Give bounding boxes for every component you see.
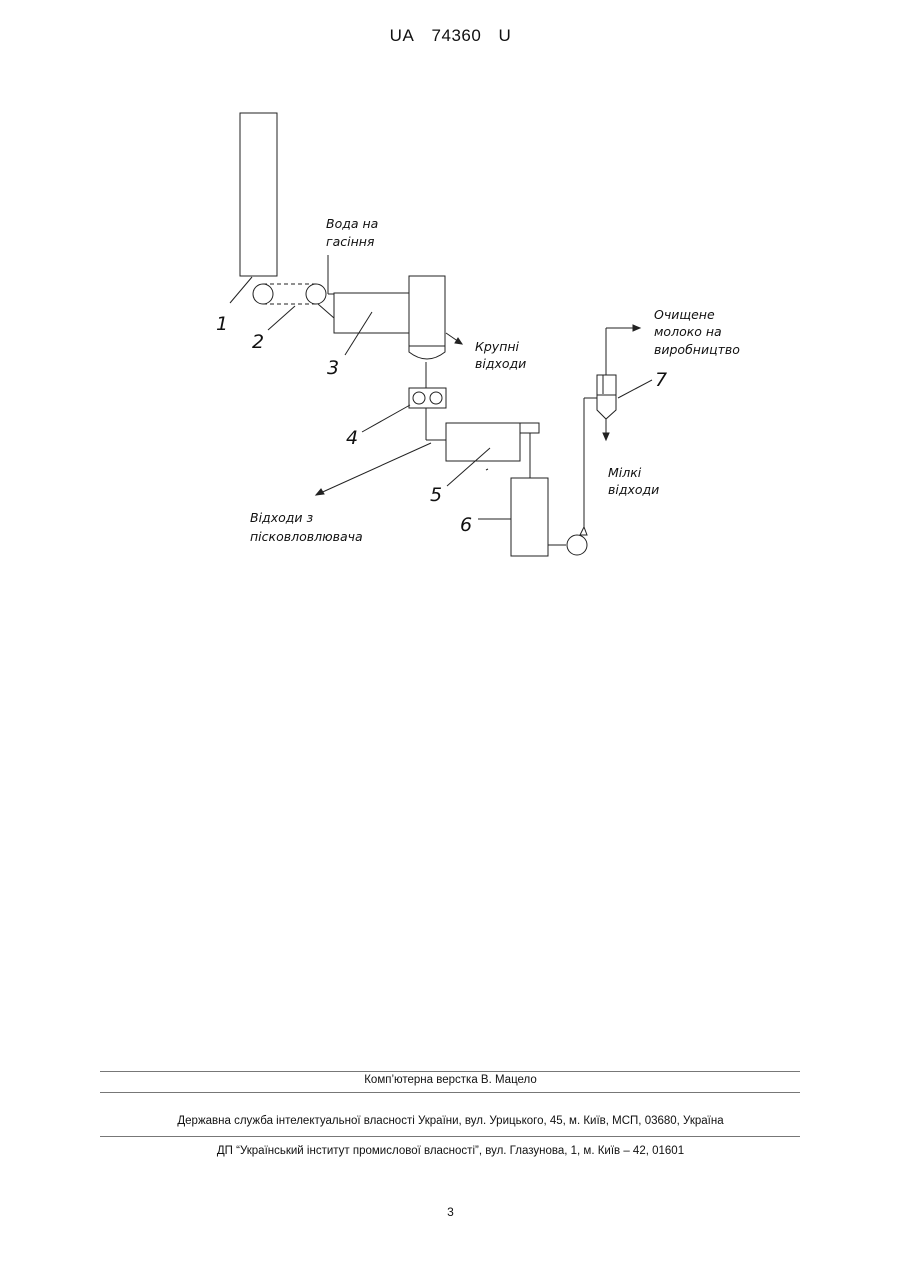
pump-4 (409, 388, 446, 408)
label-clean-2: молоко на (654, 324, 722, 339)
label-fine-2: відходи (608, 482, 659, 497)
footer-institute: ДП “Український інститут промислової вла… (0, 1145, 901, 1157)
label-water-2: гасіння (326, 234, 375, 249)
footer-rule-bottom (100, 1136, 800, 1137)
label-6: 6 (460, 514, 472, 536)
slaker-3 (318, 276, 462, 359)
hydrocyclone-7 (597, 325, 640, 440)
label-coarse-1: Крупні (475, 339, 520, 354)
label-1: 1 (216, 313, 228, 335)
footer-office: Державна служба інтелектуальної власност… (0, 1115, 901, 1127)
sand-trap-5 (446, 423, 539, 470)
process-diagram: 1 2 3 4 5 6 7 Вода на гасіння Крупні від… (0, 0, 901, 600)
conveyor-2 (253, 284, 326, 304)
silo-1 (240, 113, 277, 276)
label-sand-2: пісковловлювача (250, 529, 363, 544)
feed-pump (567, 535, 587, 555)
label-water-1: Вода на (326, 216, 378, 231)
label-7: 7 (655, 369, 667, 391)
page-number: 3 (0, 1205, 901, 1219)
tank-6 (511, 478, 548, 556)
label-sand-1: Відходи з (250, 510, 313, 525)
footer-rule-top (100, 1071, 800, 1072)
label-3: 3 (327, 357, 339, 379)
footer-layout: Комп’ютерна верстка В. Мацело (0, 1074, 901, 1086)
footer-rule-mid (100, 1092, 800, 1093)
label-clean-3: виробництво (654, 342, 740, 357)
label-2: 2 (252, 331, 264, 353)
label-clean-1: Очищене (654, 307, 715, 322)
label-4: 4 (346, 427, 358, 449)
label-fine-1: Мілкі (608, 465, 642, 480)
label-5: 5 (430, 484, 442, 506)
label-coarse-2: відходи (475, 356, 526, 371)
